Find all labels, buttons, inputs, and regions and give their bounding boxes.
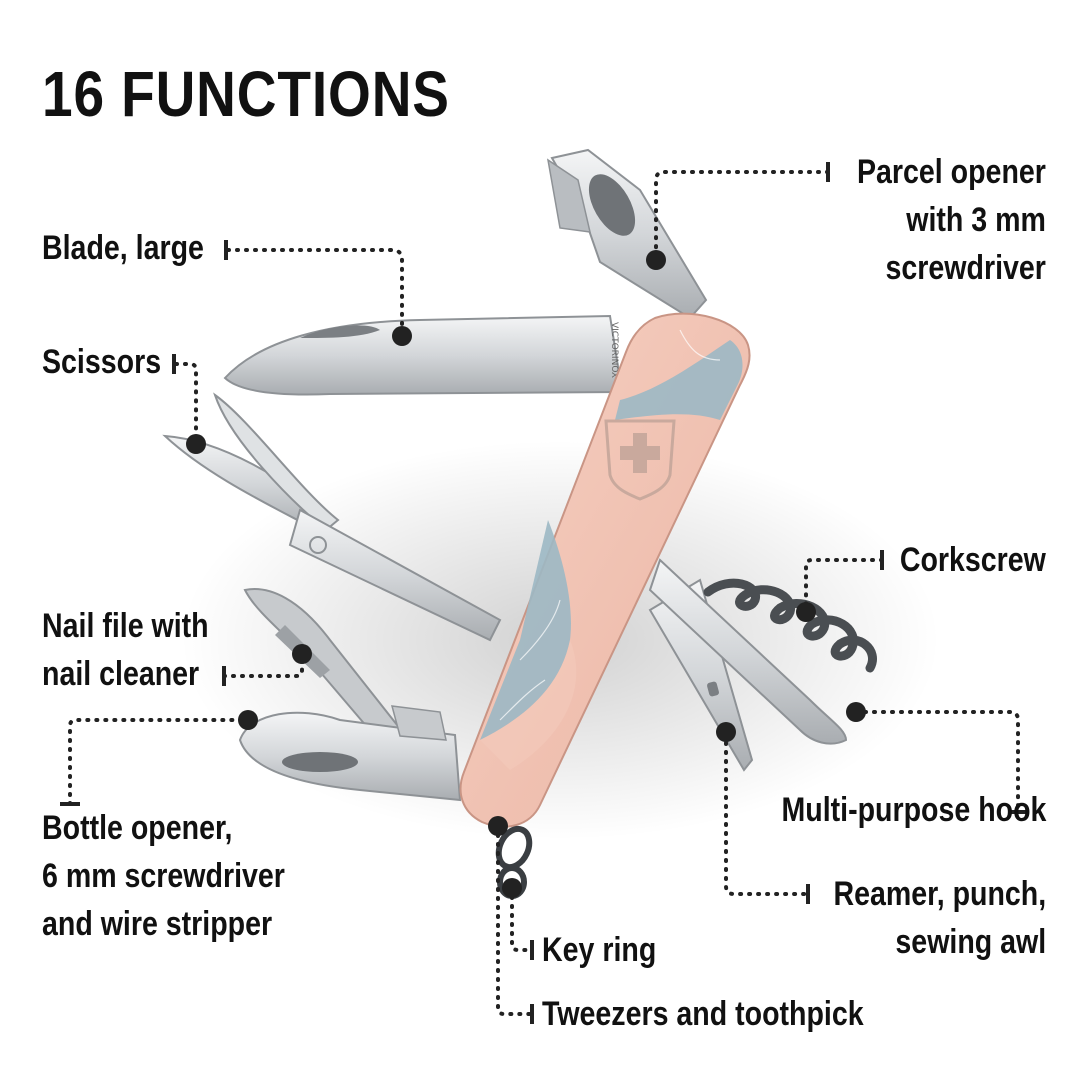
label-multi-purpose-hook-text: Multi-purpose hook — [781, 791, 1046, 829]
label-reamer: Reamer, punch, sewing awl — [833, 870, 1046, 966]
label-key-ring: Key ring — [542, 926, 656, 974]
page-title: 16 FUNCTIONS — [42, 58, 450, 130]
label-nail-file-line-2: nail cleaner — [42, 655, 200, 693]
label-bottle-opener: Bottle opener, 6 mm screwdriver and wire… — [42, 804, 285, 948]
scissors-tool — [162, 392, 502, 642]
label-bottle-opener-line-1: Bottle opener, — [42, 809, 233, 847]
bottle-opener-tool — [238, 705, 462, 802]
label-parcel-opener: Parcel opener with 3 mm screwdriver — [857, 148, 1046, 292]
label-blade-large: Blade, large — [42, 224, 204, 272]
label-corkscrew-text: Corkscrew — [899, 541, 1046, 579]
label-bottle-opener-line-3: and wire stripper — [42, 905, 273, 943]
label-tweezers-text: Tweezers and toothpick — [542, 995, 864, 1033]
label-corkscrew: Corkscrew — [900, 536, 1046, 584]
label-parcel-opener-line-3: screwdriver — [885, 249, 1046, 287]
cross-shield-logo — [604, 419, 676, 501]
label-reamer-line-2: sewing awl — [895, 923, 1046, 961]
label-nail-file-line-1: Nail file with — [42, 607, 209, 645]
label-parcel-opener-line-1: Parcel opener — [857, 153, 1046, 191]
label-nail-file: Nail file with nail cleaner — [42, 602, 209, 698]
label-tweezers: Tweezers and toothpick — [542, 990, 864, 1038]
label-scissors-text: Scissors — [42, 343, 162, 381]
label-scissors: Scissors — [42, 338, 161, 386]
pink-handle — [459, 312, 751, 828]
label-key-ring-text: Key ring — [542, 931, 657, 969]
label-reamer-line-1: Reamer, punch, — [833, 875, 1046, 913]
large-blade-tool: VICTORINOX — [223, 314, 624, 396]
label-blade-large-text: Blade, large — [42, 229, 204, 267]
svg-text:VICTORINOX: VICTORINOX — [609, 322, 619, 378]
leader-markers — [60, 162, 1028, 1024]
label-parcel-opener-line-2: with 3 mm — [906, 201, 1046, 239]
label-bottle-opener-line-2: 6 mm screwdriver — [42, 857, 285, 895]
hook-tool — [648, 558, 848, 745]
label-multi-purpose-hook: Multi-purpose hook — [781, 786, 1046, 834]
parcel-opener-tool — [546, 148, 708, 320]
leader-lines — [68, 170, 1020, 1016]
